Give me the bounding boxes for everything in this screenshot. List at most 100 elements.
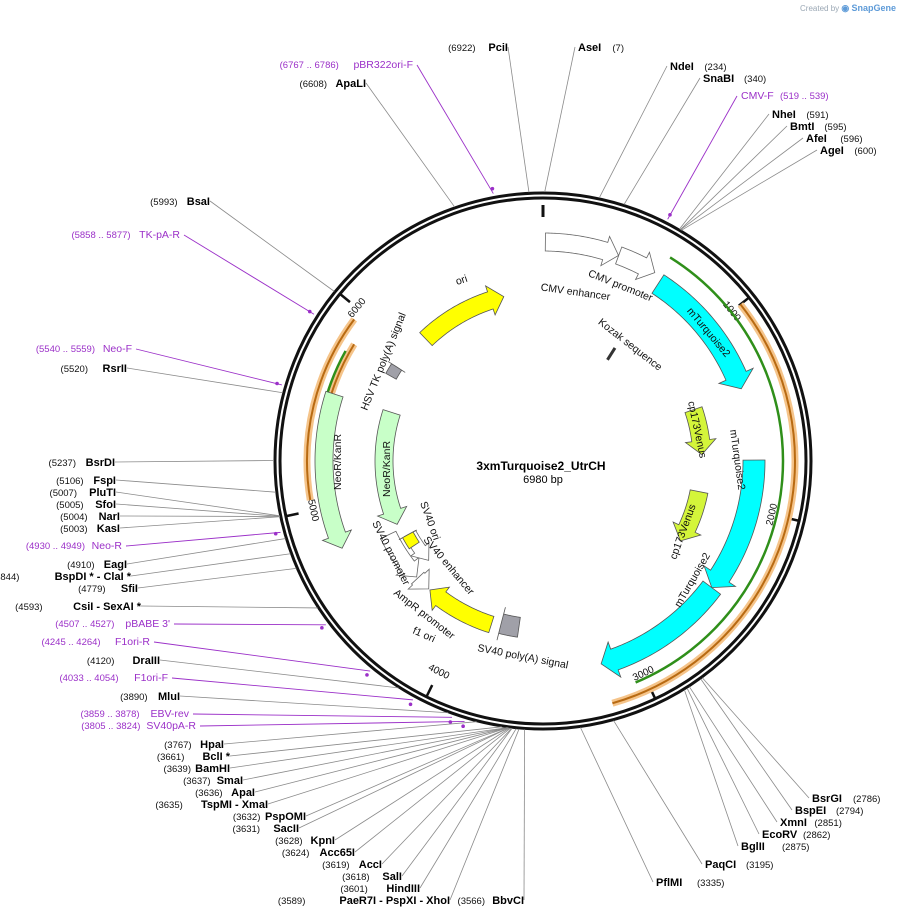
enzyme-site-snabi[interactable]: SnaBI(340)	[703, 73, 766, 85]
primer-f1ori-f[interactable]: F1ori-F(4033 .. 4054)	[59, 672, 168, 684]
enzyme-position: (5520)	[61, 364, 88, 375]
enzyme-site-pspomi[interactable]: PspOMI(3632)	[233, 811, 306, 823]
enzyme-name: HindIII	[386, 883, 420, 895]
enzyme-site-sfii[interactable]: SfiI(4779)	[78, 583, 138, 595]
enzyme-site-mlui[interactable]: MluI(3890)	[120, 691, 180, 703]
enzyme-name: CsiI - SexAI *	[73, 601, 142, 613]
feature-kozak-sequence	[606, 347, 617, 361]
enzyme-position: (5993)	[150, 197, 177, 208]
enzyme-leader	[114, 460, 275, 463]
enzyme-name: XmnI	[780, 817, 807, 829]
primer-pbr322ori-f[interactable]: pBR322ori-F(6767 .. 6786)	[280, 59, 413, 71]
enzyme-site-paqci[interactable]: PaqCI(3195)	[705, 859, 773, 871]
enzyme-site-pflmi[interactable]: PflMI(3335)	[656, 877, 724, 889]
enzyme-site-pcii[interactable]: PciI(6922)	[448, 42, 508, 54]
enzyme-site-nhei[interactable]: NheI(591)	[772, 109, 829, 121]
enzyme-site-kasi[interactable]: KasI(5003)	[60, 523, 120, 535]
enzyme-site-rsrii[interactable]: RsrII(5520)	[61, 363, 127, 375]
enzyme-site-ecorv[interactable]: EcoRV(2862)	[762, 829, 830, 841]
primer-f1ori-r[interactable]: F1ori-R(4245 .. 4264)	[41, 636, 150, 648]
enzyme-site-sacii[interactable]: SacII(3631)	[233, 823, 299, 835]
enzyme-name: PspOMI	[265, 811, 306, 823]
primer-site-marker	[461, 724, 465, 729]
feature-cmv-promoter	[615, 246, 656, 281]
enzyme-name: BspEI	[795, 805, 826, 817]
enzyme-site-nari[interactable]: NarI(5004)	[60, 511, 120, 523]
primer-tk-pa-r[interactable]: TK-pA-R(5858 .. 5877)	[71, 229, 180, 241]
primer-name: EBV-rev	[150, 708, 189, 720]
enzyme-site-xmni[interactable]: XmnI(2851)	[780, 817, 842, 829]
enzyme-leader	[298, 727, 510, 829]
enzyme-site-pluti[interactable]: PluTI(5007)	[50, 487, 116, 499]
enzyme-site-bsai[interactable]: BsaI(5993)	[150, 196, 210, 208]
enzyme-site-acc65i[interactable]: Acc65I(3624)	[282, 847, 355, 859]
enzyme-site-kpni[interactable]: KpnI(3628)	[275, 835, 335, 847]
enzyme-site-bbvci[interactable]: BbvCI(3566)	[458, 895, 524, 907]
feature-mturquoise2	[651, 274, 755, 390]
primer-neo-f[interactable]: Neo-F(5540 .. 5559)	[36, 343, 132, 355]
enzyme-site-eagi[interactable]: EagI(4910)	[67, 559, 127, 571]
enzyme-name: KasI	[97, 523, 120, 535]
enzyme-position: (234)	[704, 62, 726, 73]
primer-sv40pa-r[interactable]: SV40pA-R(3805 .. 3824)	[81, 720, 196, 732]
enzyme-site-apali[interactable]: ApaLI(6608)	[300, 78, 366, 90]
enzyme-site-draiii[interactable]: DraIII(4120)	[87, 655, 160, 667]
enzyme-site-csii-sexai[interactable]: CsiI - SexAI *(4593)	[15, 601, 142, 613]
primer-cmv-f[interactable]: CMV-F(519 .. 539)	[741, 90, 829, 102]
enzyme-position: (3639)	[164, 764, 191, 775]
feature-ori	[419, 284, 505, 347]
enzyme-position: (3619)	[322, 860, 349, 871]
credit-prefix: Created by	[800, 4, 840, 13]
primer-pbabe-3[interactable]: pBABE 3'(4507 .. 4527)	[55, 618, 170, 630]
enzyme-position: (2794)	[836, 806, 863, 817]
enzyme-leader	[254, 727, 508, 793]
primer-leader	[173, 623, 326, 626]
enzyme-position: (3566)	[458, 896, 485, 907]
enzyme-site-sfoi[interactable]: SfoI(5005)	[56, 499, 116, 511]
enzyme-site-bcli[interactable]: BclI *(3661)	[157, 751, 231, 763]
tick-mark	[286, 512, 299, 518]
enzyme-leader	[507, 46, 530, 193]
enzyme-position: (340)	[744, 74, 766, 85]
enzyme-site-tspmi-xmai[interactable]: TspMI - XmaI(3635)	[155, 799, 268, 811]
enzyme-site-bspei[interactable]: BspEI (2794)	[795, 805, 863, 817]
enzyme-site-bspdi-clai[interactable]: BspDI * - ClaI *(4844)	[0, 571, 132, 583]
enzyme-site-bsrgi[interactable]: BsrGI(2786)	[812, 793, 880, 805]
primer-leader	[153, 641, 371, 672]
primer-ebv-rev[interactable]: EBV-rev(3859 .. 3878)	[80, 708, 189, 720]
enzyme-name: AfeI	[806, 133, 827, 145]
primer-neo-r[interactable]: Neo-R(4930 .. 4949)	[26, 540, 123, 552]
enzyme-site-asei[interactable]: AseI(7)	[578, 42, 624, 54]
enzyme-name: DraIII	[132, 655, 160, 667]
enzyme-site-sali[interactable]: SalI(3618)	[342, 871, 402, 883]
snapgene-logo-icon: ◉	[841, 3, 850, 13]
enzyme-site-hindiii[interactable]: HindIII(3601)	[340, 883, 420, 895]
enzyme-site-afei[interactable]: AfeI(596)	[806, 133, 863, 145]
enzyme-site-bamhi[interactable]: BamHI(3639)	[164, 763, 230, 775]
plasmid-name: 3xmTurquoise2_UtrCH	[476, 459, 605, 473]
primer-name: pBR322ori-F	[353, 59, 413, 71]
enzyme-position: (3661)	[157, 752, 184, 763]
enzyme-leader	[381, 727, 513, 865]
enzyme-site-bsrdi[interactable]: BsrDI(5237)	[49, 457, 115, 469]
enzyme-name: KpnI	[311, 835, 335, 847]
enzyme-leader	[242, 727, 508, 781]
enzyme-name: FspI	[93, 475, 116, 487]
enzyme-site-agei[interactable]: AgeI(600)	[820, 145, 877, 157]
enzyme-leader	[334, 727, 510, 841]
enzyme-site-bmti[interactable]: BmtI(595)	[790, 121, 847, 133]
enzyme-site-acci[interactable]: AccI(3619)	[322, 859, 382, 871]
enzyme-position: (4910)	[67, 560, 94, 571]
enzyme-site-bglii[interactable]: BglII(2875)	[741, 841, 809, 853]
feature-mturquoise2	[703, 459, 766, 589]
feature-label-kozak: Kozak sequence	[596, 316, 665, 373]
enzyme-leader	[523, 729, 526, 901]
enzyme-site-ndei[interactable]: NdeI(234)	[670, 61, 727, 73]
enzyme-site-paer7i-pspxi-xhoi[interactable]: PaeR7I - PspXI - XhoI(3589)	[278, 895, 450, 907]
feature-f1-ori	[429, 586, 495, 634]
enzyme-site-apai[interactable]: ApaI(3636)	[195, 787, 255, 799]
enzyme-site-hpai[interactable]: HpaI(3767)	[164, 739, 224, 751]
enzyme-site-smai[interactable]: SmaI(3637)	[183, 775, 243, 787]
enzyme-site-fspi[interactable]: FspI(5106)	[56, 475, 116, 487]
enzyme-name: ApaLI	[335, 78, 366, 90]
